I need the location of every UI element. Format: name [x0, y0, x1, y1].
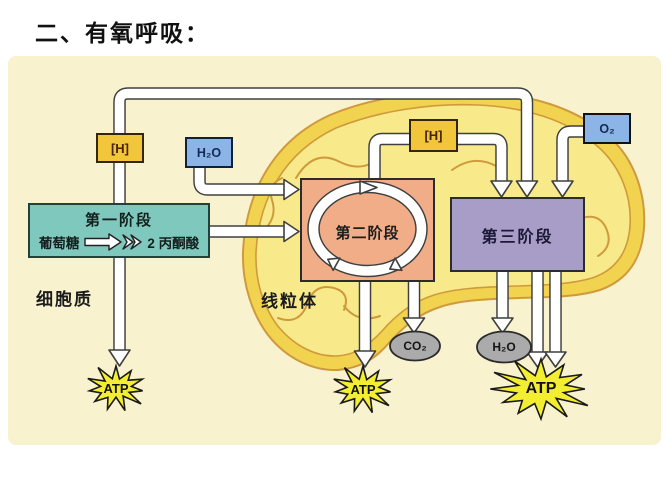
stage2-box: 第二阶段 [300, 178, 435, 282]
h-carrier-box-left: [H] [96, 133, 144, 163]
co2-output-label: CO₂ [403, 339, 427, 353]
reaction-arrow-icon [84, 233, 143, 251]
h2o-oval [476, 330, 532, 364]
flow-pipes [113, 87, 584, 353]
flow-arrowheads [108, 178, 574, 368]
co2-oval [389, 330, 441, 362]
h2o-input-box: H₂O [185, 137, 233, 168]
pipe-h2o-to-stage2 [194, 167, 285, 195]
stage1-title: 第一阶段 [84, 212, 153, 229]
arrowhead [515, 180, 539, 198]
cytoplasm-label: 细胞质 [36, 290, 93, 309]
krebs-cycle-icon [307, 180, 428, 278]
stage1-box: 第一阶段 葡萄糖 2 丙酮酸 [28, 203, 210, 258]
arrowhead [551, 180, 574, 198]
stage1-substrate: 葡萄糖 [38, 236, 80, 251]
atp-label-stage1: ATP [103, 380, 129, 396]
pipe-o2-to-stage3 [557, 126, 584, 182]
arrowhead [108, 349, 131, 367]
arrowhead [402, 317, 426, 334]
h-carrier-box-middle: [H] [409, 119, 458, 152]
arrowhead [526, 351, 549, 368]
mitochondrion-label: 线粒体 [261, 292, 318, 311]
arrowhead [283, 178, 300, 201]
pipe-stage1-h-to-stage3 [114, 88, 532, 203]
mitochondrion-shape [241, 90, 646, 372]
arrowhead [283, 220, 300, 243]
atp-star-stage2 [332, 363, 394, 414]
atp-star-stage3 [490, 356, 589, 422]
stage3-box: 第三阶段 [450, 197, 585, 272]
slide-title: 二、有氧呼吸： [35, 20, 210, 46]
atp-label-stage3: ATP [525, 380, 557, 397]
arrowhead [544, 351, 567, 368]
o2-input-box: O₂ [583, 113, 631, 144]
atp-star-stage1 [86, 363, 146, 412]
pipe-h-to-stage3 [457, 134, 507, 182]
pipe-stage2-to-h [369, 134, 410, 178]
h2o-output-label: H₂O [492, 340, 516, 354]
stage1-product: 2 丙酮酸 [147, 236, 200, 251]
stage2-title: 第二阶段 [335, 225, 400, 242]
atp-label-stage2: ATP [350, 381, 376, 397]
arrowhead [491, 317, 514, 334]
arrowhead [353, 350, 377, 368]
arrowhead [490, 180, 513, 198]
mitochondrion-inner-matrix [255, 103, 632, 357]
